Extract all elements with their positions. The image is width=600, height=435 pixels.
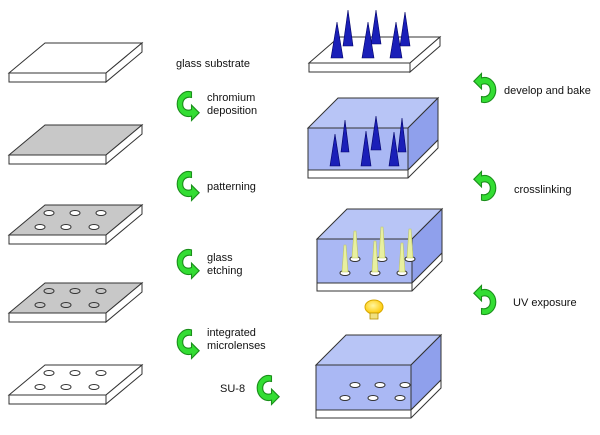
plate-patterning — [7, 203, 144, 246]
label-chromium-2: deposition — [207, 105, 257, 117]
label-glass-substrate: glass substrate — [176, 58, 250, 70]
label-integrated-2: microlenses — [207, 340, 266, 352]
label-chromium-1: chromium — [207, 92, 255, 104]
label-glass-1: glass — [207, 252, 233, 264]
label-crosslinking: crosslinking — [514, 184, 571, 196]
plate-chromium — [7, 123, 144, 166]
label-su8: SU-8 — [220, 383, 245, 395]
stage-develop-bake — [307, 9, 442, 74]
uv-lamp-icon — [364, 299, 384, 320]
label-patterning: patterning — [207, 181, 256, 193]
curved-arrow-icon — [473, 170, 497, 202]
curved-arrow-icon — [473, 72, 497, 104]
plate-glass-etching — [7, 281, 144, 324]
label-integrated-1: integrated — [207, 327, 256, 339]
curved-arrow-icon — [473, 284, 497, 316]
label-develop-bake: develop and bake — [504, 85, 591, 97]
curved-arrow-icon — [256, 374, 280, 406]
plate-microlenses — [7, 363, 144, 406]
curved-arrow-icon — [176, 170, 200, 202]
curved-arrow-icon — [176, 90, 200, 122]
stage-uv-exposure-box — [315, 207, 444, 292]
curved-arrow-icon — [176, 328, 200, 360]
curved-arrow-icon — [176, 248, 200, 280]
label-uv-exposure: UV exposure — [513, 297, 577, 309]
stage-crosslinking-box — [306, 96, 440, 179]
plate-glass-substrate — [7, 41, 144, 84]
stage-su8-box — [314, 333, 443, 419]
label-glass-2: etching — [207, 265, 242, 277]
